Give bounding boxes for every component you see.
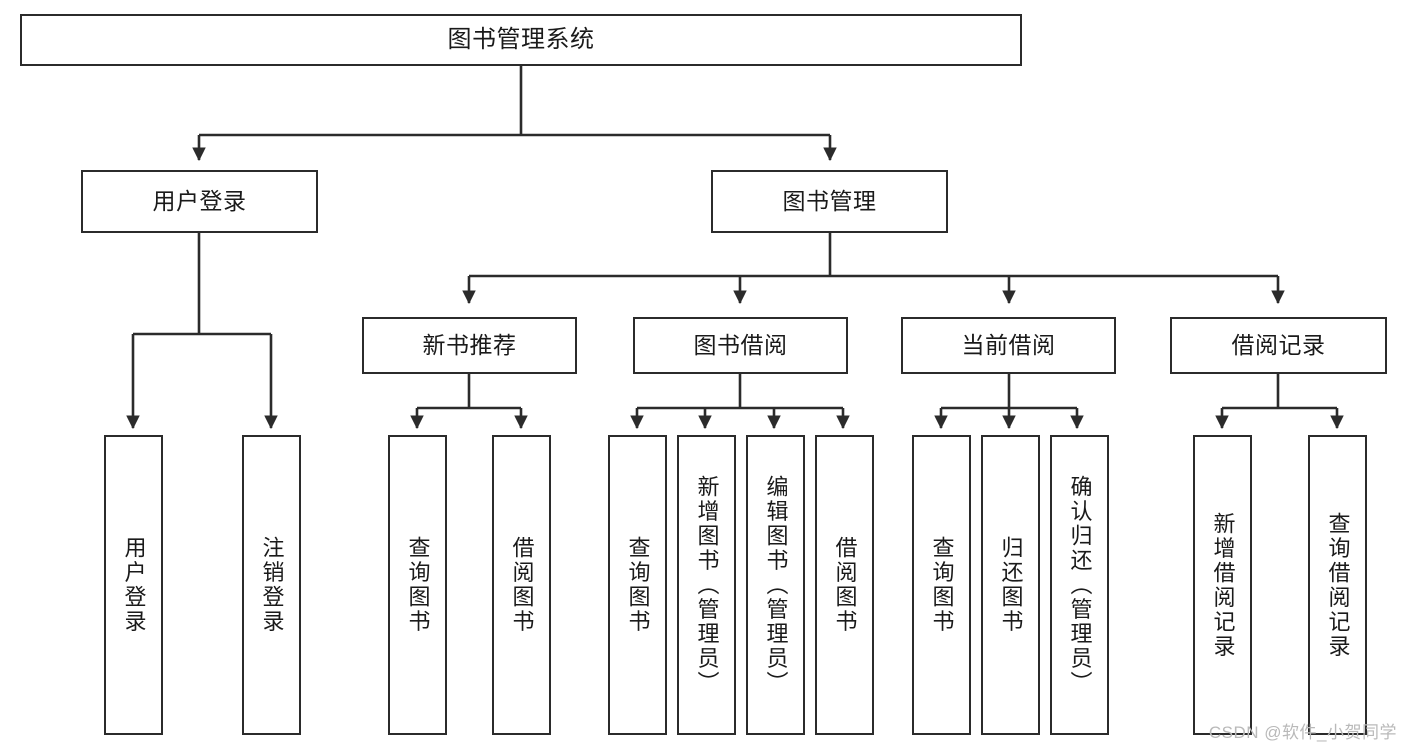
leaf-query-borrow-record[interactable]: 查询借阅记录 (1308, 435, 1367, 735)
node-label: 查询借阅记录 (1325, 511, 1351, 659)
node-label: 用户登录 (121, 536, 147, 634)
leaf-query-book-borrow[interactable]: 查询图书 (608, 435, 667, 735)
node-label: 当前借阅 (961, 332, 1056, 359)
node-label: 借阅图书 (509, 536, 535, 634)
leaf-logout-login[interactable]: 注销登录 (242, 435, 301, 735)
node-user-login[interactable]: 用户登录 (81, 170, 318, 233)
leaf-add-book-admin[interactable]: 新增图书（管理员） (677, 435, 736, 735)
leaf-edit-book-admin[interactable]: 编辑图书（管理员） (746, 435, 805, 735)
node-label: 查询图书 (929, 536, 955, 634)
leaf-confirm-return-admin[interactable]: 确认归还（管理员） (1050, 435, 1109, 735)
leaf-borrow-book-borrow[interactable]: 借阅图书 (815, 435, 874, 735)
node-label: 用户登录 (152, 188, 247, 215)
node-borrow-record[interactable]: 借阅记录 (1170, 317, 1387, 374)
leaf-add-borrow-record[interactable]: 新增借阅记录 (1193, 435, 1252, 735)
leaf-user-login[interactable]: 用户登录 (104, 435, 163, 735)
node-book-borrow[interactable]: 图书借阅 (633, 317, 848, 374)
leaf-query-book-new-recommend[interactable]: 查询图书 (388, 435, 447, 735)
node-label: 新增借阅记录 (1210, 511, 1236, 659)
node-label: 新增图书（管理员） (694, 474, 720, 696)
node-root-system[interactable]: 图书管理系统 (20, 14, 1022, 66)
node-new-book-recommend[interactable]: 新书推荐 (362, 317, 577, 374)
node-label: 编辑图书（管理员） (763, 474, 789, 696)
node-label: 借阅记录 (1231, 332, 1326, 359)
node-label: 查询图书 (405, 536, 431, 634)
node-label: 借阅图书 (832, 536, 858, 634)
leaf-query-book-current[interactable]: 查询图书 (912, 435, 971, 735)
node-current-borrow[interactable]: 当前借阅 (901, 317, 1116, 374)
node-label: 查询图书 (625, 536, 651, 634)
node-label: 新书推荐 (422, 332, 517, 359)
node-label: 图书借阅 (693, 332, 788, 359)
node-label: 归还图书 (998, 536, 1024, 634)
node-label: 确认归还（管理员） (1067, 474, 1093, 696)
node-label: 图书管理 (782, 188, 877, 215)
csdn-watermark: CSDN @软件_小贺同学 (1208, 723, 1397, 742)
leaf-return-book[interactable]: 归还图书 (981, 435, 1040, 735)
node-label: 图书管理系统 (447, 26, 595, 54)
node-book-manage[interactable]: 图书管理 (711, 170, 948, 233)
leaf-borrow-book-new-recommend[interactable]: 借阅图书 (492, 435, 551, 735)
node-label: 注销登录 (259, 536, 285, 634)
